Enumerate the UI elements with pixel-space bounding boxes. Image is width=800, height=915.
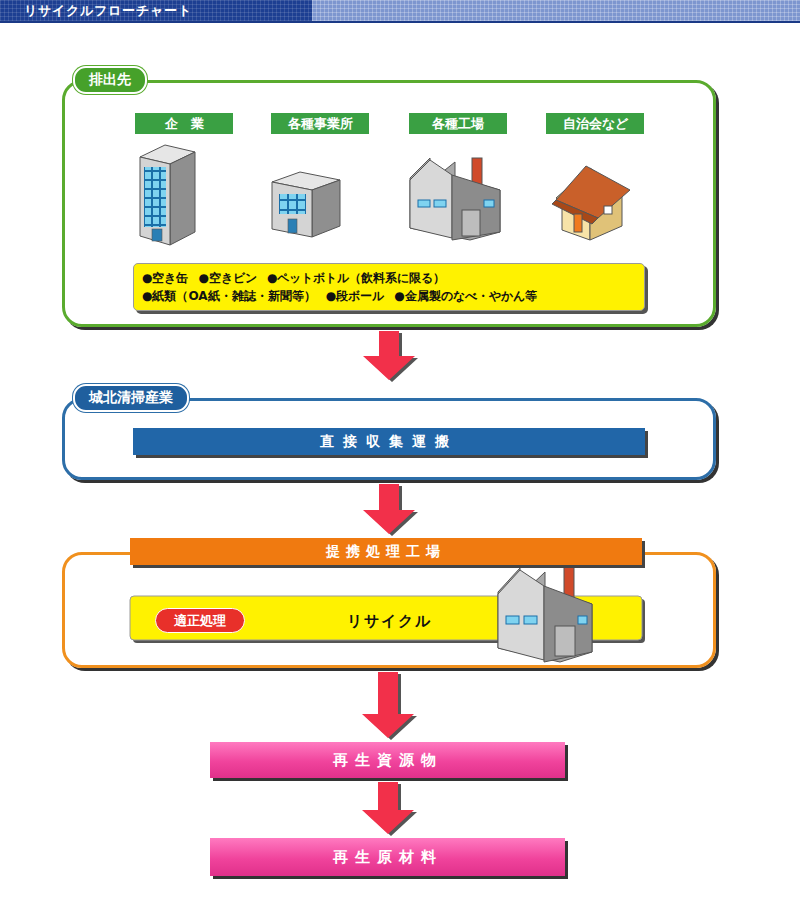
arrow-shape (363, 484, 415, 534)
node-text: ●空き缶 (142, 269, 188, 287)
group-tab: 排出先 (73, 66, 147, 94)
node-text: 自治会など (563, 115, 628, 133)
house (552, 166, 630, 240)
group-box: 提携処理工場リサイクル適正処理 (62, 552, 716, 668)
node-text: 各種事業所 (288, 115, 353, 133)
node-text: リサイクル (347, 612, 432, 631)
process-box: 直接収集運搬 (133, 428, 645, 455)
group-tab: 城北清掃産業 (73, 384, 189, 412)
node-text: ●段ボール (326, 287, 384, 305)
source-label: 各種工場 (409, 113, 507, 134)
node-text: 再生資源物 (333, 751, 443, 770)
source-label: 自治会など (546, 113, 644, 134)
node-text: ●金属製のなべ・やかん等 (394, 287, 536, 305)
small-office (272, 172, 340, 237)
group-box: 排出先企 業各種事業所各種工場自治会など●空き缶●空きビン●ペットボトル（飲料系… (62, 80, 716, 327)
flow-arrow (363, 484, 418, 536)
title-bar: リサイクルフローチャート (0, 0, 800, 23)
source-label: 企 業 (135, 113, 233, 134)
tag-pill: 適正処理 (155, 608, 245, 633)
source-label: 各種事業所 (271, 113, 369, 134)
node-text: ●紙類（OA紙・雑誌・新聞等） (142, 287, 316, 305)
node-text: 適正処理 (174, 612, 226, 630)
node-text: ●空きビン (198, 269, 256, 287)
flow-arrow (362, 672, 417, 740)
node-text: 各種工場 (432, 115, 484, 133)
flow-arrow (363, 331, 418, 382)
arrow-shape (363, 331, 415, 380)
group-box: 城北清掃産業直接収集運搬 (62, 398, 716, 480)
process-box: リサイクル 適正処理 (133, 599, 645, 643)
process-box: ●空き缶 ●空きビン ●ペットボトル（飲料系に限る）●紙類（OA紙・雑誌・新聞等） ●… (133, 263, 645, 311)
node-text: 企 業 (165, 115, 204, 133)
flow-arrow (362, 782, 417, 836)
node-text: 直接収集運搬 (320, 433, 458, 451)
node-text: 再生原材料 (333, 848, 443, 867)
process-box: 再生資源物 (210, 742, 565, 778)
office-tower (140, 145, 195, 245)
group-band: 提携処理工場 (130, 538, 642, 565)
factory (410, 158, 500, 240)
page-title: リサイクルフローチャート (24, 2, 192, 20)
process-box: 再生原材料 (210, 838, 565, 876)
arrow-shape (362, 672, 414, 738)
node-text: ●ペットボトル（飲料系に限る） (267, 269, 445, 287)
arrow-shape (362, 782, 414, 834)
